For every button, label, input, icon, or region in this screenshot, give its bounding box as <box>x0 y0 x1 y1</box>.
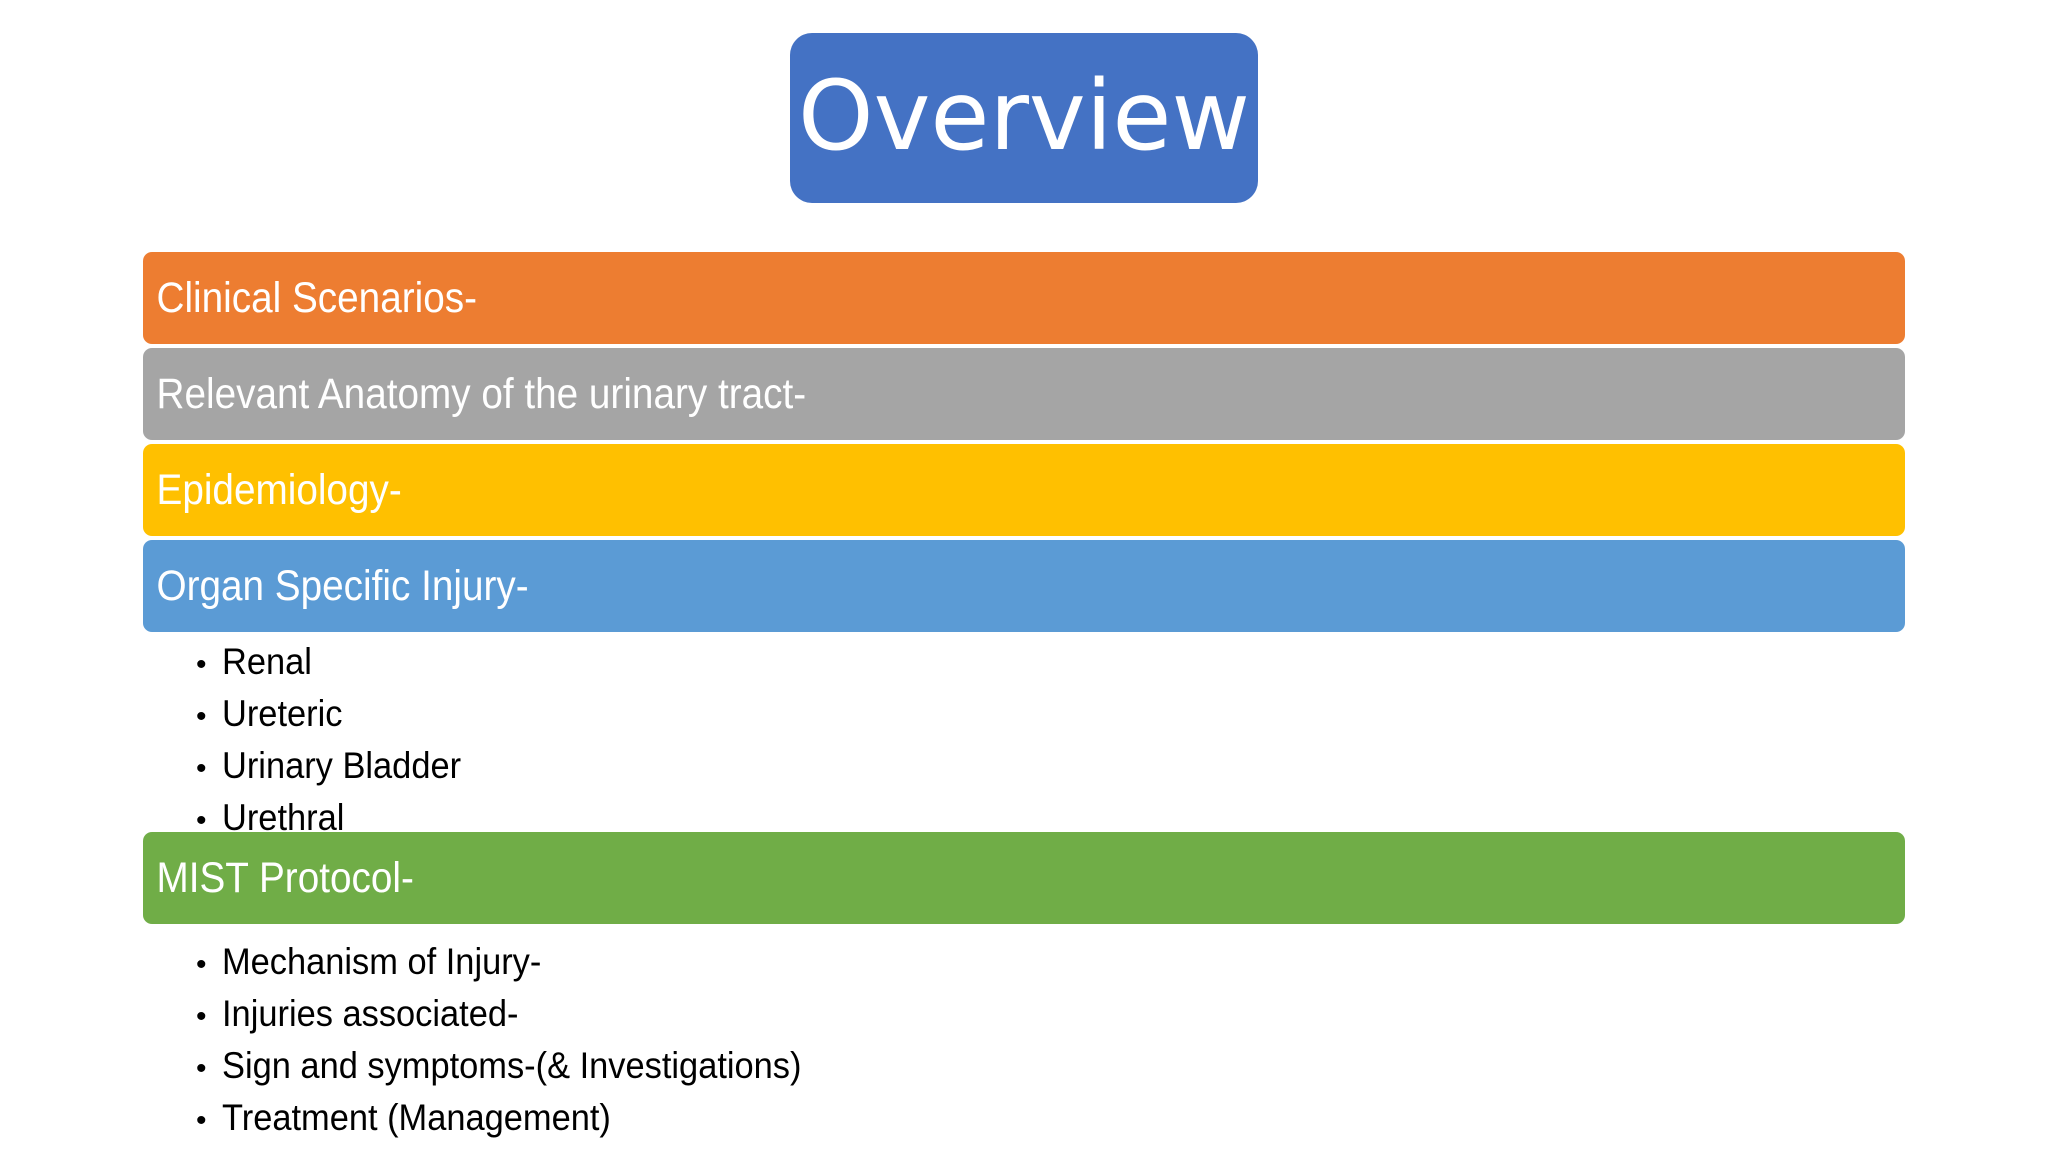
bullet-dot-icon: • <box>196 1104 207 1137</box>
list-item: • Urethral <box>196 792 479 844</box>
list-item: • Treatment (Management) <box>196 1092 845 1144</box>
slide-title-banner: Overview <box>790 33 1258 203</box>
list-item: • Injuries associated- <box>196 988 845 1040</box>
section-bar-epidemiology: Epidemiology- <box>143 444 1905 536</box>
list-item-label: Renal <box>222 641 312 682</box>
list-item-label: Treatment (Management) <box>222 1097 611 1138</box>
section-label-organ-specific-injury: Organ Specific Injury- <box>156 561 529 610</box>
bullet-dot-icon: • <box>196 804 207 837</box>
bullet-dot-icon: • <box>196 648 207 681</box>
section-bar-clinical-scenarios: Clinical Scenarios- <box>143 252 1905 344</box>
list-item-label: Injuries associated- <box>222 993 519 1034</box>
list-item: • Renal <box>196 636 479 688</box>
list-item-label: Mechanism of Injury- <box>222 941 542 982</box>
list-item-label: Ureteric <box>222 693 343 734</box>
list-item: • Sign and symptoms-(& Investigations) <box>196 1040 845 1092</box>
section-bar-relevant-anatomy: Relevant Anatomy of the urinary tract- <box>143 348 1905 440</box>
section-bar-organ-specific-injury: Organ Specific Injury- <box>143 540 1905 632</box>
bullet-list-mist-protocol: • Mechanism of Injury- • Injuries associ… <box>196 936 845 1144</box>
list-item: • Mechanism of Injury- <box>196 936 845 988</box>
bullet-dot-icon: • <box>196 752 207 785</box>
section-label-mist-protocol: MIST Protocol- <box>156 853 414 902</box>
section-bar-mist-protocol: MIST Protocol- <box>143 832 1905 924</box>
list-item: • Ureteric <box>196 688 479 740</box>
list-item-label: Urinary Bladder <box>222 745 462 786</box>
section-label-clinical-scenarios: Clinical Scenarios- <box>156 273 477 322</box>
page-title: Overview <box>798 60 1250 172</box>
bullet-dot-icon: • <box>196 948 207 981</box>
bullet-list-organ-specific-injury: • Renal • Ureteric • Urinary Bladder • U… <box>196 636 479 844</box>
section-label-epidemiology: Epidemiology- <box>156 465 402 514</box>
bullet-dot-icon: • <box>196 700 207 733</box>
section-label-relevant-anatomy: Relevant Anatomy of the urinary tract- <box>156 369 807 418</box>
bullet-dot-icon: • <box>196 1052 207 1085</box>
bullet-dot-icon: • <box>196 1000 207 1033</box>
list-item-label: Urethral <box>222 797 345 838</box>
list-item-label: Sign and symptoms-(& Investigations) <box>222 1045 802 1086</box>
list-item: • Urinary Bladder <box>196 740 479 792</box>
